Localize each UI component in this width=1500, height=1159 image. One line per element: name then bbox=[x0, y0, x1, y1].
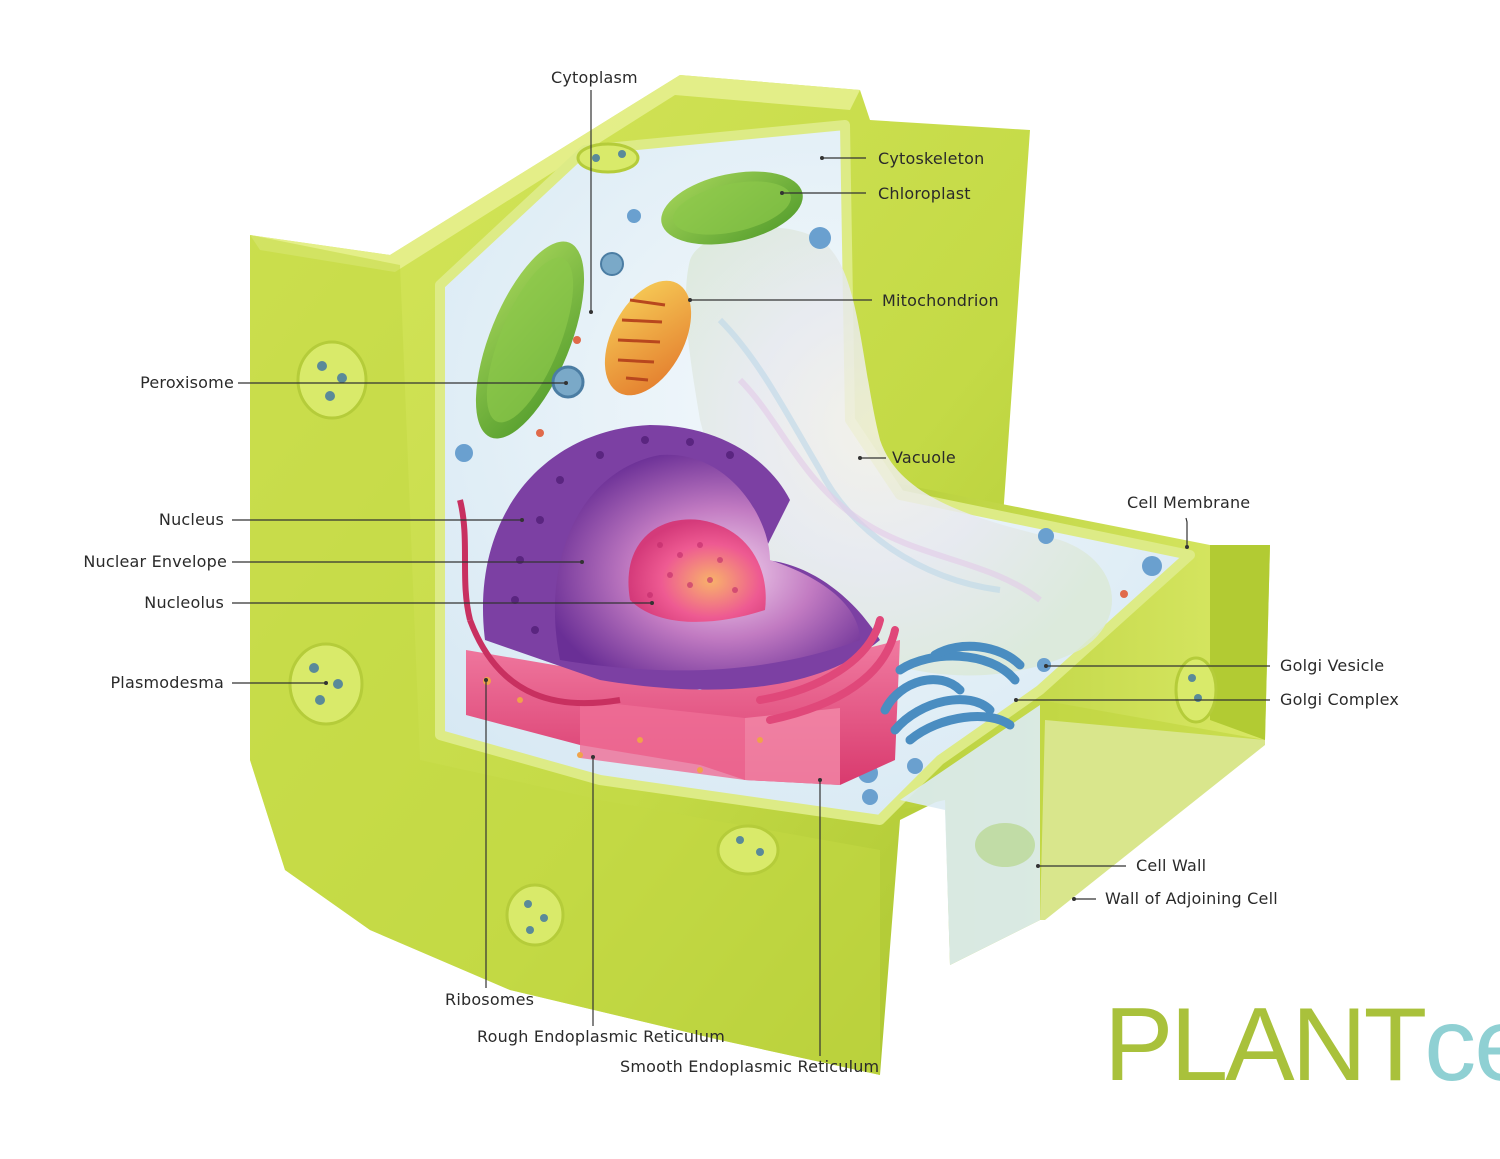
label-wall-of-adjoining-cell: Wall of Adjoining Cell bbox=[1105, 889, 1278, 908]
label-golgi-complex: Golgi Complex bbox=[1280, 690, 1400, 709]
label-rough-er: Rough Endoplasmic Reticulum bbox=[477, 1027, 726, 1046]
peroxisome-shape bbox=[551, 365, 585, 399]
label-peroxisome: Peroxisome bbox=[140, 373, 234, 392]
vacuole-shape bbox=[685, 227, 1113, 676]
label-cell-membrane: Cell Membrane bbox=[1127, 493, 1251, 512]
label-ribosomes: Ribosomes bbox=[445, 990, 535, 1009]
label-nuclear-envelope: Nuclear Envelope bbox=[83, 552, 227, 571]
leader-lines bbox=[232, 90, 1270, 1056]
label-nucleolus: Nucleolus bbox=[144, 593, 224, 612]
label-smooth-er: Smooth Endoplasmic Reticulum bbox=[620, 1057, 880, 1076]
brand-title: PLANTcell bbox=[1104, 990, 1500, 1100]
label-plasmodesma: Plasmodesma bbox=[110, 673, 224, 692]
label-vacuole: Vacuole bbox=[892, 448, 956, 467]
label-mitochondrion: Mitochondrion bbox=[882, 291, 999, 310]
label-cytoskeleton: Cytoskeleton bbox=[878, 149, 985, 168]
label-chloroplast: Chloroplast bbox=[878, 184, 971, 203]
label-cytoplasm: Cytoplasm bbox=[551, 68, 638, 87]
label-cell-wall: Cell Wall bbox=[1136, 856, 1207, 875]
brand-cell: cell bbox=[1424, 987, 1500, 1103]
golgi-complex-shape bbox=[880, 641, 1025, 745]
brand-plant: PLANT bbox=[1104, 987, 1427, 1103]
label-golgi-vesicle: Golgi Vesicle bbox=[1280, 656, 1385, 675]
golgi-vesicle-shape bbox=[1037, 658, 1051, 672]
mitochondrion-shape bbox=[604, 280, 692, 396]
smooth-er-shape bbox=[756, 616, 899, 724]
label-nucleus: Nucleus bbox=[158, 510, 224, 529]
